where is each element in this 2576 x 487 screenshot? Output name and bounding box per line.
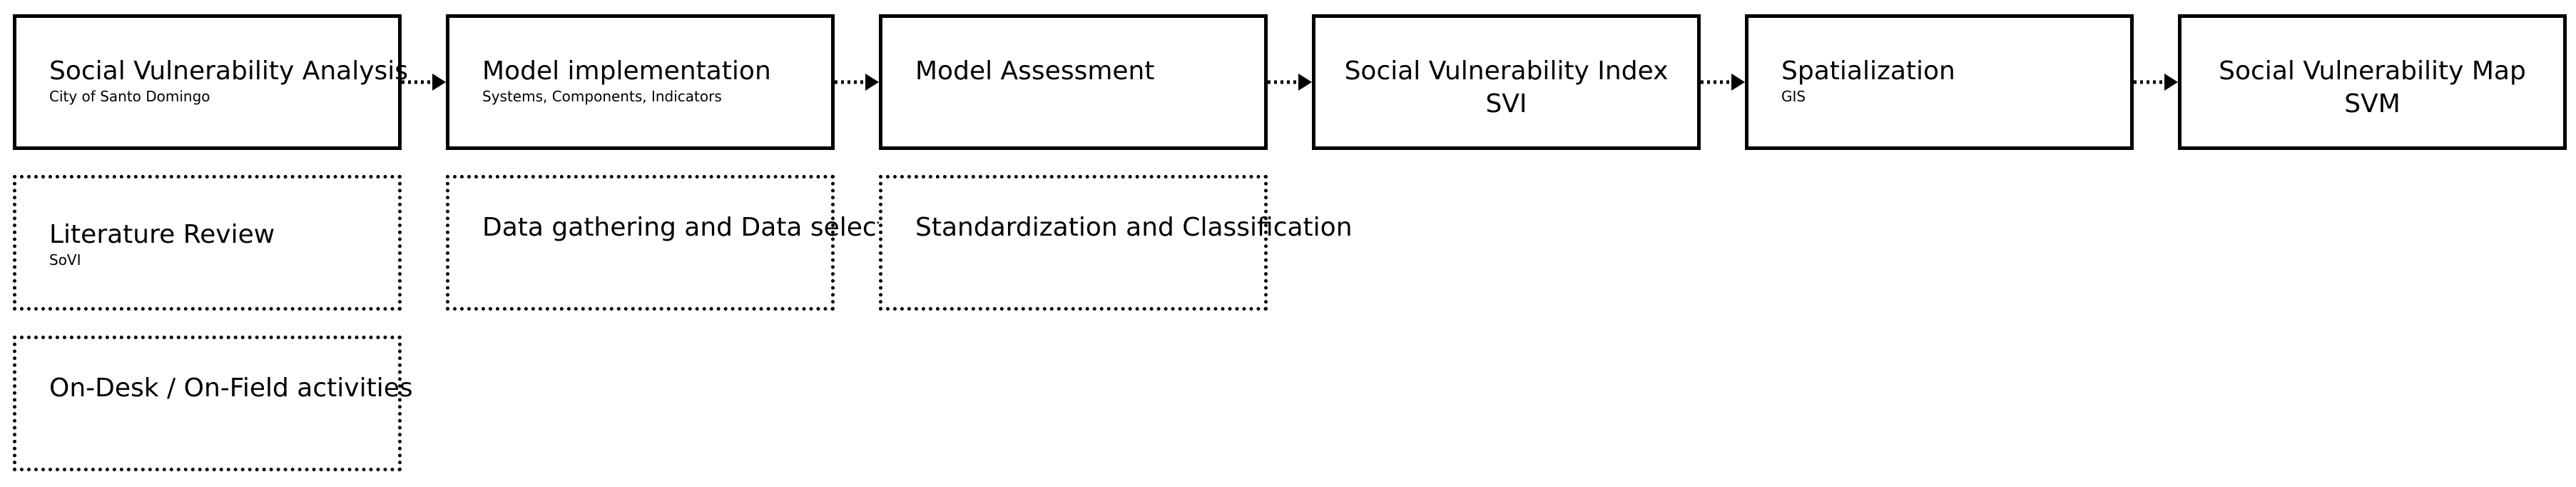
detail-title: Standardization and Classification: [915, 213, 1353, 242]
detail-standardization: Standardization and Classification: [879, 175, 1353, 311]
step-title: Model Assessment: [915, 56, 1155, 86]
connector-5-6: [2134, 74, 2178, 91]
connector-3-4: [1268, 74, 1312, 91]
connector-4-5: [1701, 74, 1745, 91]
step-title: Social Vulnerability Analysis: [49, 56, 409, 86]
arrowhead-icon: [1731, 74, 1745, 91]
arrowhead-icon: [1298, 74, 1312, 91]
step-model-implementation: Model implementation Systems, Components…: [446, 14, 835, 150]
connector-1-2: [402, 74, 446, 91]
step-title: Social Vulnerability Index SVI: [1344, 56, 1669, 119]
detail-data-gathering: Data gathering and Data selection: [446, 175, 926, 311]
step-social-vulnerability-analysis: Social Vulnerability Analysis City of Sa…: [13, 14, 408, 150]
detail-on-desk-on-field: On-Desk / On-Field activities: [13, 336, 413, 471]
step-social-vulnerability-index: Social Vulnerability Index SVI: [1312, 14, 1701, 150]
step-spatialization: Spatialization GIS: [1745, 14, 2134, 150]
detail-title: Data gathering and Data selection: [482, 213, 926, 242]
step-subtitle: Systems, Components, Indicators: [482, 88, 722, 105]
arrowhead-icon: [432, 74, 446, 91]
arrowhead-icon: [865, 74, 879, 91]
step-model-assessment: Model Assessment: [879, 14, 1268, 150]
step-title: Social Vulnerability Map SVM: [2219, 56, 2526, 119]
detail-literature-review: Literature Review SoVI: [13, 175, 402, 311]
detail-title: On-Desk / On-Field activities: [49, 373, 413, 403]
step-subtitle: GIS: [1781, 88, 1806, 105]
detail-subtitle: SoVI: [49, 251, 81, 268]
step-title: Spatialization: [1781, 56, 1955, 86]
step-title: Model implementation: [482, 56, 771, 86]
arrowhead-icon: [2164, 74, 2178, 91]
detail-title: Literature Review: [49, 220, 275, 249]
step-social-vulnerability-map: Social Vulnerability Map SVM: [2178, 14, 2567, 150]
step-subtitle: City of Santo Domingo: [49, 88, 210, 105]
connector-2-3: [835, 74, 879, 91]
